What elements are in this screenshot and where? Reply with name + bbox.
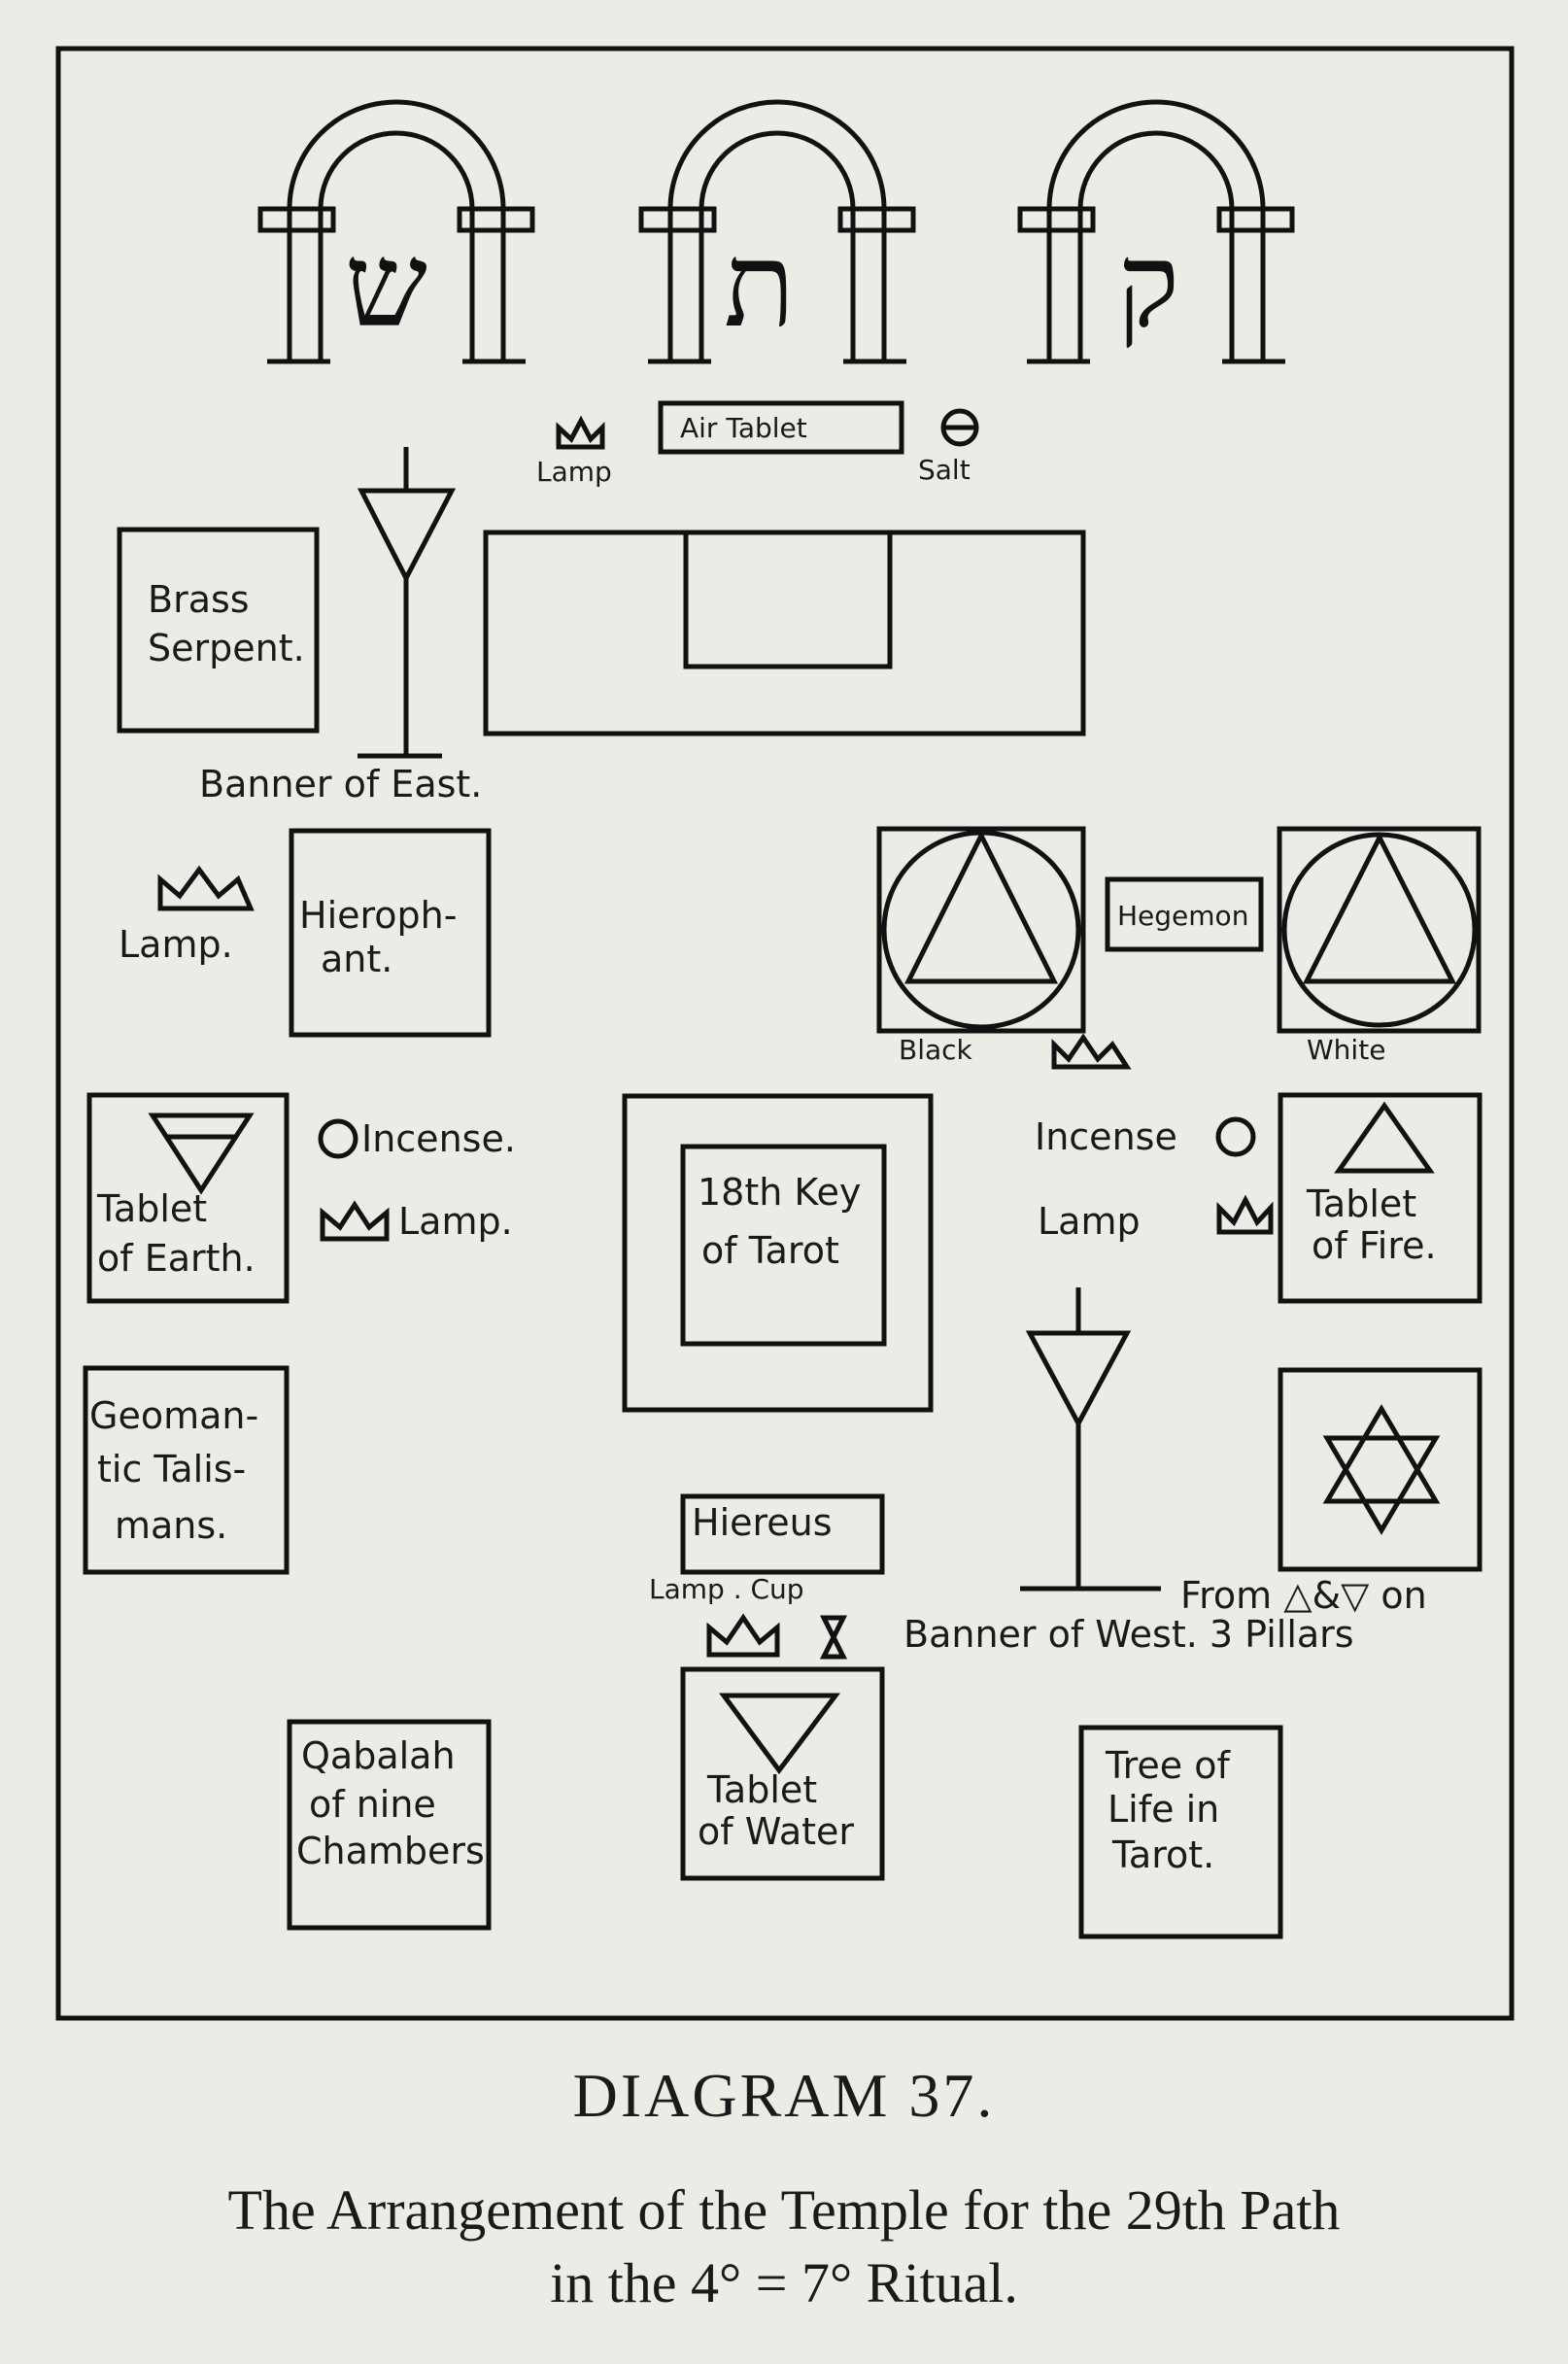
key-outer-box	[622, 1093, 934, 1413]
salt-icon: Salt	[918, 408, 979, 486]
lamp-fire-label: Lamp	[1038, 1200, 1141, 1243]
from-pillars-label: From △&▽ on	[1180, 1574, 1427, 1617]
air-tablet-box	[658, 400, 904, 455]
tree-box	[1078, 1725, 1283, 1939]
lamp-black-icon	[1051, 1033, 1132, 1070]
diagram-title: DIAGRAM 37.	[572, 2061, 996, 2130]
hierophant-label-2: ant.	[321, 938, 392, 980]
incense-left-icon	[318, 1118, 358, 1159]
hegemon-label: Hegemon	[1117, 900, 1248, 932]
qabalah-label-3: Chambers	[296, 1830, 485, 1872]
banner-east	[357, 447, 457, 759]
qabalah-box	[287, 1719, 492, 1931]
geomantic-label-2: tic Talis-	[97, 1448, 246, 1490]
brass-serpent-box	[117, 527, 320, 734]
white-pillar	[1277, 826, 1482, 1034]
incense-right-icon	[1215, 1116, 1256, 1157]
incense-right-label: Incense	[1035, 1115, 1177, 1158]
svg-text:of Water: of Water	[698, 1810, 854, 1853]
hiereus-label: Hiereus	[692, 1501, 833, 1544]
lamp-fire-icon	[1216, 1194, 1274, 1235]
svg-text:of Earth.: of Earth.	[97, 1237, 256, 1280]
svg-text:Salt: Salt	[918, 454, 971, 486]
brass-serpent-label-2: Serpent.	[148, 627, 305, 669]
lamp-top-icon: Lamp	[536, 415, 612, 488]
hebrew-shin: ש	[345, 219, 427, 354]
arch-shin: ש	[257, 99, 535, 364]
black-label: Black	[899, 1034, 973, 1066]
qabalah-label: Qabalah	[301, 1734, 456, 1777]
geomantic-label-3: mans.	[115, 1504, 227, 1547]
diagram-caption-line1: The Arrangement of the Temple for the 29…	[227, 2178, 1341, 2242]
altar-outer	[483, 530, 1086, 737]
brass-serpent-label: Brass	[148, 578, 250, 621]
qabalah-label-2: of nine	[309, 1783, 436, 1826]
key-label-2: of Tarot	[701, 1229, 839, 1272]
hexagram-box	[1278, 1367, 1483, 1572]
lamp-earth-icon	[320, 1200, 390, 1242]
lamp-hiereus-icon	[706, 1613, 780, 1658]
key-inner-box	[680, 1144, 887, 1347]
banner-west	[1020, 1287, 1161, 1592]
hierophant-box	[289, 828, 492, 1038]
hexagram-icon	[1322, 1404, 1441, 1535]
key-label: 18th Key	[698, 1171, 861, 1214]
arch-qoph: ק	[1017, 99, 1295, 364]
tablet-fire: Tablet of Fire.	[1278, 1092, 1483, 1304]
black-pillar	[876, 826, 1086, 1034]
incense-left-label: Incense.	[361, 1117, 516, 1160]
tablet-water: Tablet of Water	[680, 1666, 885, 1881]
hierophant-label: Hieroph-	[299, 894, 457, 937]
white-label: White	[1307, 1034, 1385, 1066]
banner-west-label: Banner of West. 3 Pillars	[903, 1613, 1354, 1656]
geomantic-label: Geoman-	[89, 1394, 258, 1437]
hebrew-qoph: ק	[1117, 219, 1179, 354]
svg-text:Tablet: Tablet	[96, 1187, 207, 1230]
tablet-earth: Tablet of Earth.	[86, 1092, 290, 1304]
svg-text:Lamp: Lamp	[536, 456, 612, 488]
tree-label: Tree of	[1105, 1744, 1232, 1787]
diagram-frame	[55, 46, 1515, 2021]
lamp-earth-label: Lamp.	[398, 1200, 513, 1243]
tree-label-2: Life in	[1108, 1788, 1219, 1831]
lamp-left-icon	[157, 865, 255, 911]
arch-tau: ת	[638, 99, 916, 364]
svg-text:Tablet: Tablet	[706, 1768, 817, 1811]
hiereus-box	[680, 1493, 885, 1575]
diagram-caption-line2: in the 4° = 7° Ritual.	[550, 2251, 1018, 2314]
geomantic-box	[83, 1365, 290, 1575]
banner-east-label: Banner of East.	[199, 763, 482, 805]
altar-inner	[683, 530, 893, 669]
air-tablet-label: Air Tablet	[680, 412, 807, 444]
svg-text:Tablet: Tablet	[1306, 1182, 1416, 1225]
svg-text:of Fire.: of Fire.	[1312, 1224, 1437, 1267]
cup-icon	[819, 1615, 848, 1660]
tree-label-3: Tarot.	[1111, 1833, 1214, 1876]
lamp-cup-label: Lamp . Cup	[649, 1573, 804, 1605]
hegemon-box	[1105, 876, 1264, 952]
hebrew-tau: ת	[724, 219, 795, 354]
lamp-left-label: Lamp.	[119, 923, 233, 966]
